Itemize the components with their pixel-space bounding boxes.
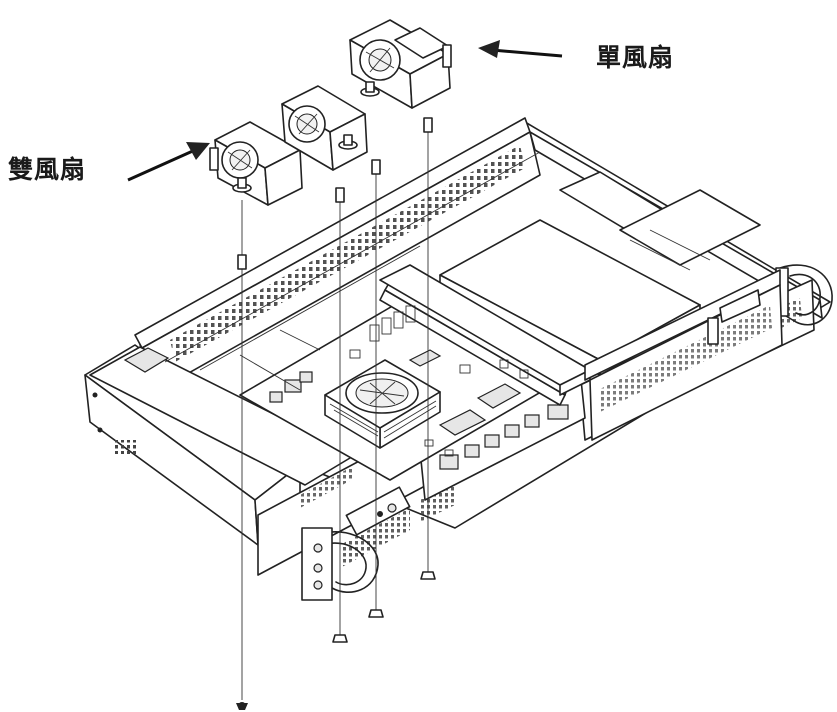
dual-fan-label: 雙風扇	[8, 155, 87, 184]
dual-fan-arrow	[127, 142, 210, 182]
server-chassis	[84, 117, 833, 601]
dual-fan-assembly	[209, 85, 368, 206]
single-fan-assembly	[349, 19, 452, 109]
standoffs	[237, 117, 433, 270]
screws	[236, 571, 436, 710]
single-fan-label: 單風扇	[596, 43, 675, 72]
mounting-guides	[241, 118, 429, 700]
single-fan-arrow	[478, 40, 563, 58]
